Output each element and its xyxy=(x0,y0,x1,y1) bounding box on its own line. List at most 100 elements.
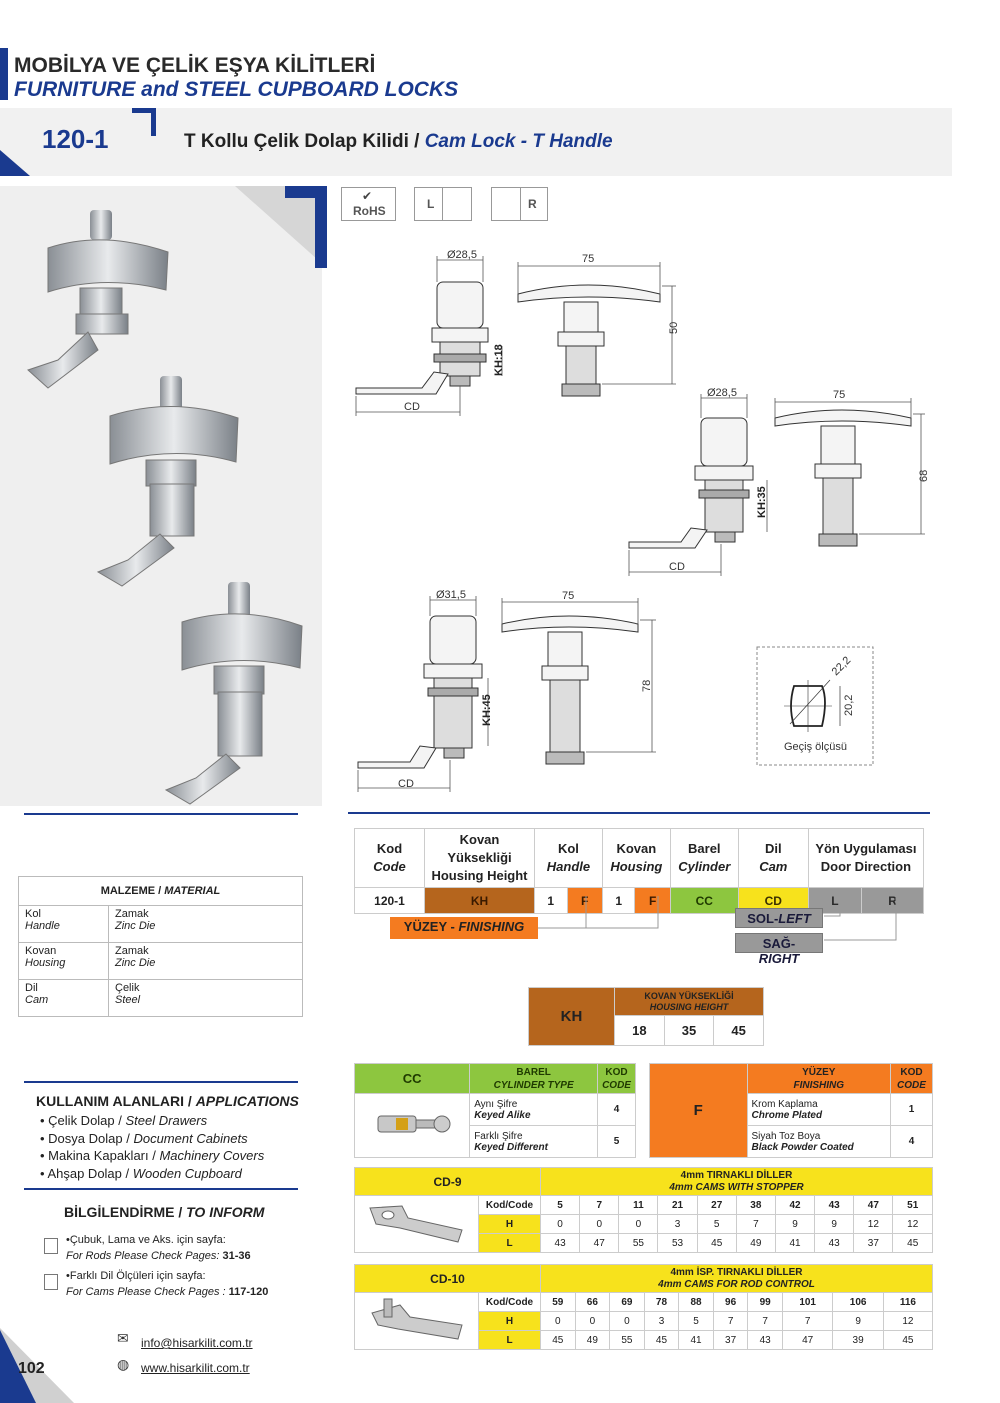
material-name-tr: Çelik xyxy=(115,982,140,994)
header-accent-bar xyxy=(0,48,8,100)
cd9-row-label: L xyxy=(478,1233,541,1253)
cd9-code: 43 xyxy=(814,1195,855,1215)
cd10-code: 106 xyxy=(832,1292,884,1312)
cd10-code: 78 xyxy=(643,1292,680,1312)
material-part-en: Cam xyxy=(25,994,49,1006)
drawing-kh35: Ø28,5 75 68 KH:35 CD xyxy=(628,387,930,576)
finishing-tag: YÜZEY - FINISHING xyxy=(390,917,538,939)
cutout-label: Geçiş ölçüsü xyxy=(784,741,847,753)
product-photo-short xyxy=(27,210,169,389)
cd9-l: 55 xyxy=(618,1233,659,1253)
right-tag-tr: SAĞ- xyxy=(762,936,796,951)
cd10-h: 0 xyxy=(609,1311,645,1331)
cd10-h: 7 xyxy=(747,1311,783,1331)
cd9-h: 0 xyxy=(539,1214,581,1234)
material-name-en: Zinc Die xyxy=(115,920,156,932)
applications-divider-bottom xyxy=(24,1188,298,1190)
cd9-code: 42 xyxy=(774,1195,816,1215)
cd10-l: 45 xyxy=(882,1330,934,1350)
dim-cutout-width: 20,2 xyxy=(843,695,855,716)
cd10-row-label: Kod/Code xyxy=(478,1292,541,1312)
left-tag: SOL-LEFT xyxy=(735,908,823,928)
applications-title-tr: KULLANIM ALANLARI / xyxy=(36,1093,192,1109)
model-code: 120-1 xyxy=(42,124,109,154)
right-door-icon: R xyxy=(491,187,548,221)
website-link[interactable]: www.hisarkilit.com.tr xyxy=(141,1361,250,1375)
door-divider xyxy=(442,188,443,220)
note-pages: 117-120 xyxy=(228,1286,269,1298)
cc-col1-en: CYLINDER TYPE xyxy=(493,1079,574,1091)
cd9-h: 7 xyxy=(735,1214,776,1234)
material-part-tr: Dil xyxy=(25,982,38,994)
application-en: Wooden Cupboard xyxy=(132,1165,242,1181)
hdr-handle-en: Handle xyxy=(546,859,591,874)
cc-row-tr: Aynı Şifre xyxy=(474,1098,518,1110)
dim-diameter: Ø31,5 xyxy=(436,589,466,601)
application-en: Steel Drawers xyxy=(125,1113,208,1128)
cd10-code: 69 xyxy=(609,1292,645,1312)
cd9-row-label: H xyxy=(478,1214,541,1234)
left-divider xyxy=(24,813,298,815)
material-part-en: Handle xyxy=(25,920,60,932)
applications-title: KULLANIM ALANLARI / APPLICATIONS xyxy=(36,1093,299,1109)
left-door-icon: L xyxy=(414,187,472,221)
check-icon: ✔ xyxy=(362,189,373,203)
inform-note-cams: •Farklı Dil Ölçüleri için sayfa: For Cam… xyxy=(66,1268,268,1300)
order-code-value: 120-1 xyxy=(354,887,425,914)
model-corner-right xyxy=(132,108,156,136)
f-row-tr: Siyah Toz Boya xyxy=(751,1130,821,1142)
page-corner-blue xyxy=(0,1330,36,1403)
cd9-l: 49 xyxy=(735,1233,776,1253)
dim-kh: KH:18 xyxy=(493,344,505,376)
cd10-image xyxy=(354,1292,479,1350)
f-col1-en: FINISHING xyxy=(793,1079,845,1091)
cylinder-image xyxy=(353,1093,471,1158)
dim-kh: KH:35 xyxy=(756,486,768,518)
cd10-h: 7 xyxy=(712,1311,749,1331)
f-row-en: Black Powder Coated xyxy=(751,1141,854,1153)
cd9-h: 3 xyxy=(657,1214,698,1234)
f-row-tr: Krom Kaplama xyxy=(751,1098,818,1110)
application-tr: Ahşap Dolap / xyxy=(47,1165,130,1181)
cd9-l: 37 xyxy=(853,1233,894,1253)
cam-stopper-icon xyxy=(368,1204,463,1243)
kh-title-tr: KOVAN YÜKSEKLİĞİ xyxy=(644,990,734,1001)
rohs-label: RoHS xyxy=(353,204,386,218)
cd10-title-en: 4mm CAMS FOR ROD CONTROL xyxy=(658,1278,815,1290)
application-tr: Dosya Dolap / xyxy=(48,1130,130,1146)
right-tag-en: RIGHT xyxy=(758,951,800,966)
cc-row-tr: Farklı Şifre xyxy=(474,1130,523,1142)
order-right: R xyxy=(861,887,924,914)
f-row-en: Chrome Plated xyxy=(751,1109,823,1121)
document-icon xyxy=(44,1274,58,1290)
cd10-l: 49 xyxy=(574,1330,611,1350)
cd10-l: 39 xyxy=(832,1330,884,1350)
cd9-title-en: 4mm CAMS WITH STOPPER xyxy=(669,1181,804,1193)
email-link[interactable]: info@hisarkilit.com.tr xyxy=(141,1336,253,1350)
model-band xyxy=(0,108,952,176)
cd10-code: 59 xyxy=(540,1292,576,1312)
material-part-tr: Kol xyxy=(25,908,41,920)
application-en: Machinery Covers xyxy=(159,1148,265,1163)
cd9-code: 11 xyxy=(618,1195,659,1215)
cd10-h: 9 xyxy=(832,1311,884,1331)
note-en: For Rods Please Check Pages: xyxy=(66,1250,220,1262)
cd10-code: 88 xyxy=(678,1292,714,1312)
cd10-h: 7 xyxy=(781,1311,834,1331)
kh-value: 18 xyxy=(614,1015,665,1046)
cd9-l: 47 xyxy=(579,1233,620,1253)
hdr-door-direction-tr: Yön Uygulaması xyxy=(815,841,917,856)
application-tr: Makina Kapakları / xyxy=(48,1148,156,1163)
cam-rod-icon xyxy=(370,1298,463,1340)
cd9-code: 38 xyxy=(735,1195,776,1215)
cd10-l: 37 xyxy=(712,1330,749,1350)
right-divider xyxy=(348,812,930,814)
cd9-l: 53 xyxy=(657,1233,698,1253)
left-label: L xyxy=(427,197,435,211)
f-col2-en: CODE xyxy=(897,1079,926,1091)
application-en: Document Cabinets xyxy=(133,1130,248,1146)
cd10-l: 55 xyxy=(609,1330,645,1350)
